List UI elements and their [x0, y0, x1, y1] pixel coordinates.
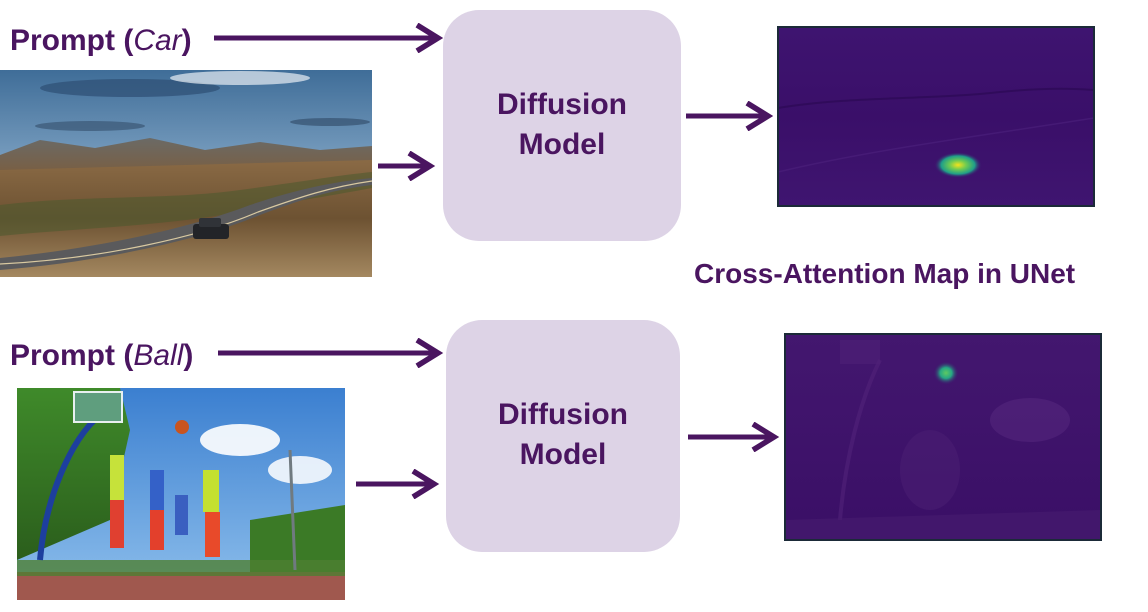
prompt-label-car: Prompt (Car): [10, 24, 192, 57]
diffusion-model-box-2: Diffusion Model: [446, 320, 680, 552]
model-label-line1: Diffusion: [498, 398, 628, 431]
model-label-line2: Model: [519, 128, 606, 161]
car-photo: [0, 70, 373, 277]
attention-map-caption: Cross-Attention Map in UNet: [694, 258, 1075, 289]
prompt-label-ball: Prompt (Ball): [10, 339, 193, 372]
model-label-line1: Diffusion: [497, 88, 627, 121]
basketball-photo: [17, 388, 345, 600]
diffusion-model-box-1: Diffusion Model: [443, 10, 681, 241]
model-label-line2: Model: [520, 438, 607, 471]
attention-map-ball: [784, 333, 1102, 541]
attention-map-car: [777, 26, 1095, 207]
